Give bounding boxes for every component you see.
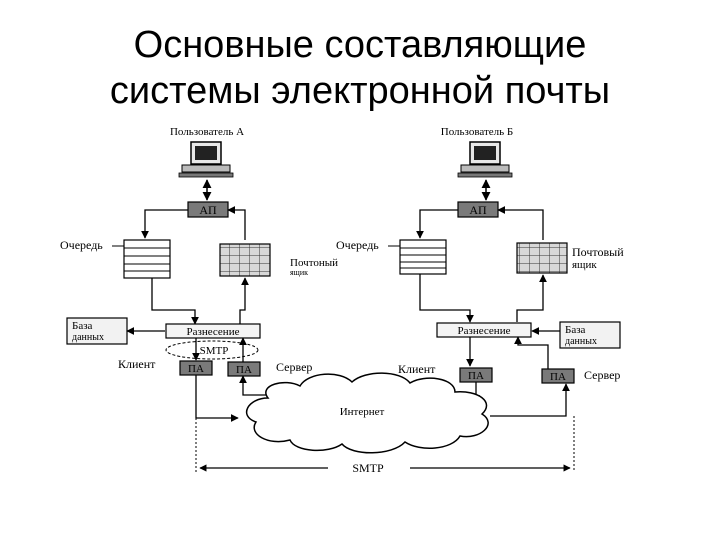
user-a-label: Пользователь А bbox=[170, 126, 244, 138]
smtp-a-ellipse bbox=[165, 340, 259, 360]
dispatch-a-label: Разнесение bbox=[187, 326, 240, 338]
user-b-group: Пользователь Б АП Очередь Почтовый ящик … bbox=[336, 126, 624, 417]
dispatch-a-box bbox=[165, 323, 261, 339]
smtp-bottom-label: SMTP bbox=[352, 461, 384, 475]
pa-client-a-label: ПА bbox=[188, 363, 204, 375]
slide-title: Основные составляющие системы электронно… bbox=[0, 22, 720, 114]
computer-a-icon bbox=[178, 141, 234, 178]
server-a-label: Сервер bbox=[276, 360, 312, 374]
ap-b-label: АП bbox=[469, 203, 487, 217]
smtp-span: SMTP bbox=[195, 416, 575, 475]
dispatch-b-box bbox=[436, 322, 532, 338]
pa-server-a-label: ПА bbox=[236, 364, 252, 376]
mailbox-b-label: Почтовый bbox=[572, 245, 624, 259]
database-a-label: База bbox=[72, 320, 93, 332]
smtp-a-label: SMTP bbox=[200, 345, 229, 357]
ap-a-label: АП bbox=[199, 203, 217, 217]
client-a-label: Клиент bbox=[118, 357, 156, 371]
internet-cloud-icon: Интернет bbox=[245, 372, 489, 454]
database-b-box bbox=[559, 321, 621, 349]
database-a-sublabel: данных bbox=[72, 332, 104, 343]
user-b-label: Пользователь Б bbox=[441, 126, 514, 138]
server-b-label: Сервер bbox=[584, 368, 620, 382]
database-b-label: База bbox=[565, 324, 586, 336]
mailbox-b-icon bbox=[516, 242, 568, 274]
pa-server-b-label: ПА bbox=[550, 371, 566, 383]
queue-b-icon bbox=[399, 239, 447, 275]
mailbox-b-sublabel: ящик bbox=[572, 259, 597, 271]
pa-server-b-box bbox=[541, 368, 575, 384]
mailbox-a-label: Почтоный bbox=[290, 257, 338, 269]
queue-b-label: Очередь bbox=[336, 238, 379, 252]
computer-b-icon bbox=[457, 141, 513, 178]
user-a-group: Пользователь А АП Очередь Почтоный ящик bbox=[60, 126, 338, 422]
internet-label: Интернет bbox=[340, 406, 385, 418]
mailbox-a-icon bbox=[219, 243, 271, 277]
client-b-label: Клиент bbox=[398, 362, 436, 376]
queue-a-icon bbox=[123, 239, 171, 279]
dispatch-b-label: Разнесение bbox=[458, 325, 511, 337]
pa-client-b-label: ПА bbox=[468, 370, 484, 382]
queue-a-label: Очередь bbox=[60, 238, 103, 252]
database-b-sublabel: данных bbox=[565, 336, 597, 347]
title-line-2: системы электронной почты bbox=[109, 70, 611, 112]
mailbox-a-sublabel: ящик bbox=[290, 268, 308, 277]
title-line-1: Основные составляющие bbox=[133, 24, 587, 66]
